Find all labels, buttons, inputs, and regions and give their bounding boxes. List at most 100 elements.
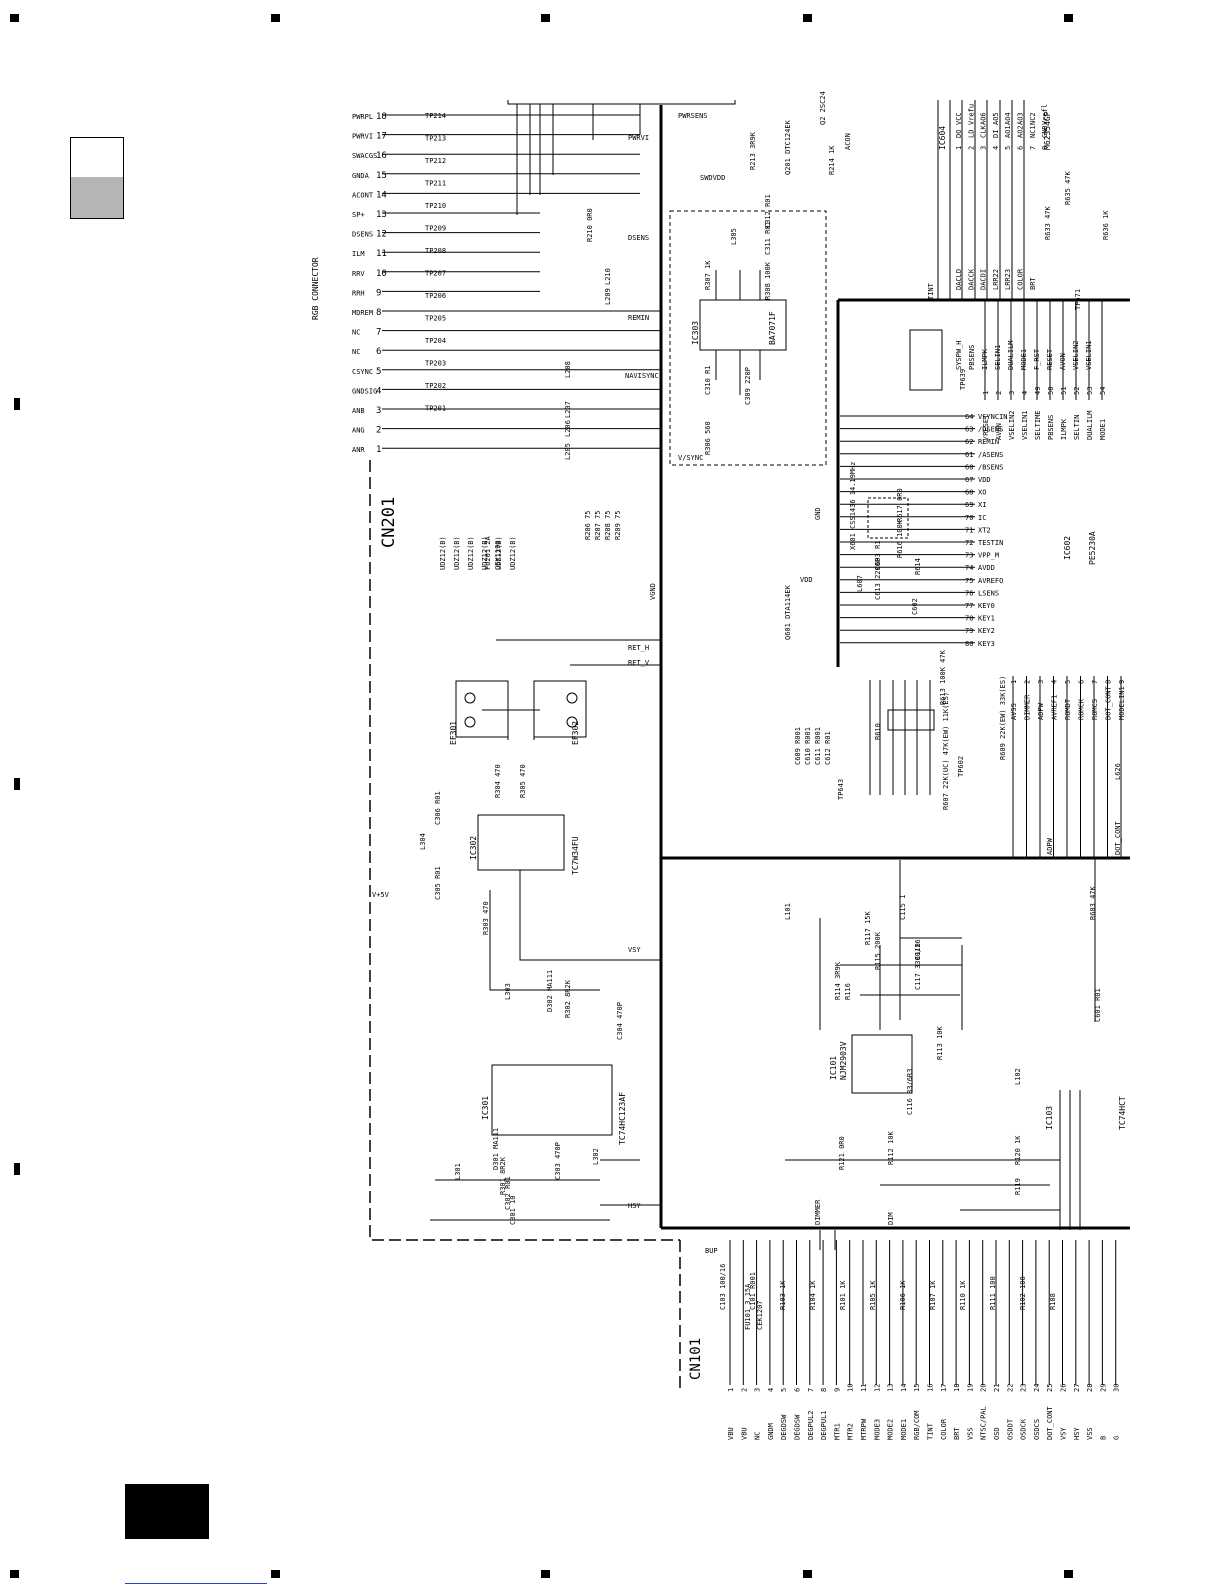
ic602-net-label: VSELIN1 (1085, 340, 1093, 370)
component-label-l207: L207 (564, 401, 572, 418)
net-label-navisync: NAVISYNC (625, 372, 659, 380)
component-label-l607: L607 (856, 575, 864, 592)
ic602-net-label: ILMPK (981, 348, 989, 370)
ic604-top-label: AO5 (992, 112, 1000, 125)
component-label-l205: L205 (564, 443, 572, 460)
ic303-ref: IC303 (691, 321, 700, 345)
ic602-pin-name: AVON (995, 423, 1003, 440)
ic103-part: TC74HCT (1118, 1096, 1127, 1130)
component-label-r210: R210 0R0 (586, 208, 594, 242)
net-label-vgnd: VGND (649, 583, 657, 600)
component-label-l208: L208 (564, 361, 572, 378)
cn101-pin-name: GNDM (767, 1423, 775, 1440)
component-label-r610: R610 (874, 723, 882, 740)
ic602-pin-number: 51 (1060, 387, 1068, 395)
registration-mark (10, 14, 19, 22)
cn101-component-r108: R108 (1049, 1293, 1057, 1310)
component-label-r603: R603 47K (1089, 885, 1097, 920)
ic602-pin-number: 73 (965, 552, 973, 560)
cn201-pin-name: PWRPL (352, 113, 373, 121)
net-label-ret_h: RET_H (628, 644, 649, 652)
cn101-pin-number: 15 (913, 1384, 921, 1392)
cn101-pin-name: DEGDSW (794, 1414, 802, 1440)
cn101-pin-number: 23 (1020, 1384, 1028, 1392)
ic602-pin-number: 7 (1091, 680, 1099, 684)
ic602-pin-number: 50 (1047, 387, 1055, 395)
ic602-pin-name: ILMPK (1060, 418, 1068, 440)
component-label-tp671: TP671 (1074, 289, 1082, 310)
ic604-pin-name: NC1 (1029, 125, 1037, 138)
ic602-pin-name: KEY2 (978, 627, 995, 635)
ic302-ref: IC302 (469, 836, 478, 860)
registration-mark (271, 1570, 280, 1578)
ic602-pin-number: 71 (965, 526, 973, 534)
component-label-l102: L102 (1014, 1068, 1022, 1085)
cn101-pin-name: VSY (1060, 1427, 1068, 1440)
ic604-part: M62354GP (1043, 111, 1052, 150)
cn101-pin-number: 1 (727, 1388, 735, 1392)
ic602-net-label: RESET (1046, 348, 1054, 370)
cn201-pin-name: ACONT (352, 191, 374, 199)
ic602-pin-number: 80 (965, 640, 973, 648)
ic602-pin-number: 2 (1024, 680, 1032, 684)
registration-mark (10, 1570, 19, 1578)
cn101-pin-number: 13 (887, 1384, 895, 1392)
component-label-q601: Q601 DTA114EK (784, 584, 792, 640)
component-label-c115: C115 1 (899, 895, 907, 920)
cn201-pin-name: RRH (352, 289, 365, 297)
component-label-c301: C301 10 (509, 1195, 517, 1225)
cn101-pin-number: 27 (1073, 1384, 1081, 1392)
cn101-pin-name: VSS (1086, 1427, 1094, 1440)
component-label-r307: R307 1K (704, 260, 712, 290)
net-label-plus5v: V+5V (372, 891, 390, 899)
ic602-pin-name: XO (978, 489, 986, 497)
cn201-pin-number: 4 (376, 386, 381, 396)
cn101-pin-name: MODE2 (887, 1419, 895, 1440)
ic602-pin-name: MODELIN1 (1118, 686, 1126, 720)
cn201-pin-name: RRV (352, 270, 365, 278)
component-label-l305: L305 (730, 228, 738, 245)
component-label-r115: R115 200K (874, 931, 882, 970)
ic602-pin-number: 70 (965, 514, 973, 522)
testpoint-label: TP213 (425, 135, 446, 143)
ic604-ref: IC604 (938, 126, 947, 150)
ic602-pin-name: ADPW (1037, 702, 1045, 720)
cn201-pin-number: 12 (376, 230, 387, 240)
component-label-c613: C613 2200P (874, 558, 882, 600)
testpoint-label: TP204 (425, 337, 446, 345)
component-label-r633: R633 47K (1044, 205, 1052, 240)
cn201-pin-name: MDREM (352, 309, 373, 317)
cn201-ref: CN201 (379, 497, 399, 548)
cn101-pin-number: 17 (940, 1384, 948, 1392)
component-label-l101: L101 (784, 903, 792, 920)
component-label-r609: R609 22K(EW) 33K(ES) (999, 676, 1007, 760)
cn101-pin-name: VSS (966, 1427, 974, 1440)
cn101-pin-number: 24 (1033, 1384, 1041, 1392)
ic602-pin-number: 52 (1073, 387, 1081, 395)
zener-diode-label: UDZ12(B) (495, 536, 503, 570)
ic604-pin-name: LD (967, 130, 975, 138)
cn101-pin-name: MTR1 (833, 1423, 841, 1440)
ic604-pin-number: 3 (980, 146, 988, 150)
registration-mark (14, 1163, 20, 1175)
resistor-75-label: R207 75 (594, 510, 602, 540)
ic602-pin-name: DOT_CONT (1105, 685, 1113, 720)
ic604-pin-name: DO (955, 130, 963, 138)
cn101-pin-name: MODE1 (900, 1419, 908, 1440)
component-label-c311: C311 R01 (764, 221, 772, 255)
ic602-pin-name: ROMCK (1078, 698, 1086, 720)
net-label-acon: ACON (844, 133, 852, 150)
net-label-pwrvi: PWRVI (628, 134, 649, 142)
cn201-pin-number: 17 (376, 132, 387, 142)
page-number-block (125, 1484, 209, 1539)
cn101-pin-number: 18 (953, 1384, 961, 1392)
ic602-pin-number: 54 (1099, 387, 1107, 395)
ic602-ref: IC602 (1063, 536, 1072, 560)
component-label-c612: C612 R01 (824, 731, 832, 765)
ic602-pin-number: 53 (1086, 387, 1094, 395)
testpoint-label: TP206 (425, 292, 446, 300)
ic602-pin-number: 9 (1118, 680, 1126, 684)
bottom-rule (125, 1583, 267, 1584)
cn101-pin-number: 3 (754, 1388, 762, 1392)
ic602-pin-name: TESTIN (978, 539, 1003, 547)
